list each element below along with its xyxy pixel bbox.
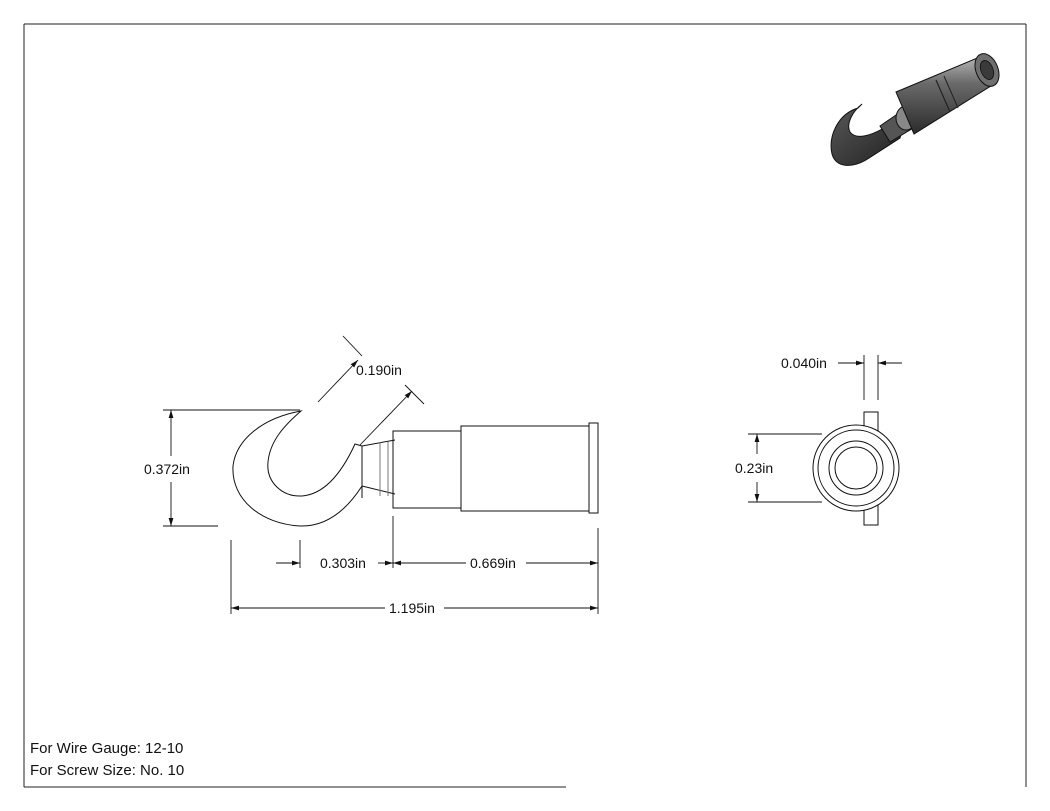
barrel-body — [460, 425, 590, 512]
front-view — [232, 410, 599, 527]
hook-outline — [232, 410, 363, 527]
dim-barrel-diameter: 0.23in — [735, 460, 773, 476]
sheet-border — [23, 23, 1027, 788]
dimension-lines — [163, 335, 902, 614]
barrel-collar — [392, 430, 462, 509]
barrel-flange — [588, 422, 599, 514]
dim-tongue-thickness: 0.040in — [781, 355, 827, 371]
note-screw-size: For Screw Size: No. 10 — [30, 762, 185, 779]
isometric-view — [830, 53, 1000, 166]
dim-hook-length: 0.303in — [320, 555, 366, 571]
dim-barrel-length: 0.669in — [470, 555, 516, 571]
dim-overall-height: 0.372in — [144, 461, 190, 477]
dim-hook-width: 0.190in — [356, 362, 402, 378]
dim-overall-length: 1.195in — [389, 600, 435, 616]
note-wire-gauge: For Wire Gauge: 12-10 — [30, 740, 184, 757]
side-view — [812, 411, 900, 526]
